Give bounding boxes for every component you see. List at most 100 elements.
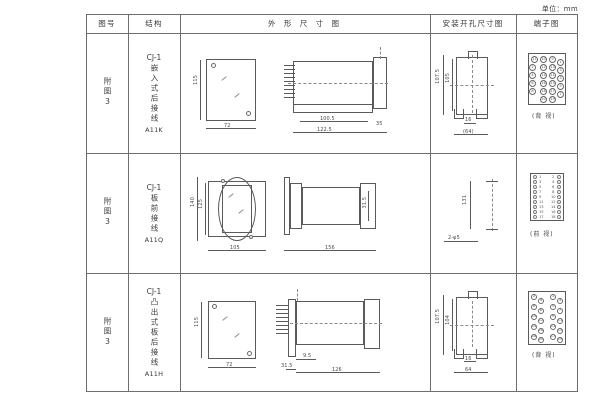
header-divider: [86, 33, 578, 34]
dim-hole-pitch: 131: [462, 195, 468, 205]
center-line: [472, 301, 473, 347]
mounting-drawing: 107.5 105 16 (64): [430, 33, 516, 153]
dim-inner-height: 105: [445, 73, 451, 83]
center-line: [472, 55, 473, 113]
header-structure: 结构: [145, 19, 163, 28]
dim-line: [205, 183, 206, 235]
terminal-number: 8: [552, 190, 555, 194]
terminal-pin: 16: [540, 80, 547, 87]
terminal-pin: 9: [549, 56, 556, 63]
outline-drawing: 115 72 100.: [180, 33, 430, 153]
terminal-fin: [284, 85, 295, 86]
side-view-rear: [360, 183, 376, 229]
terminal-fin: [284, 89, 295, 90]
fig-no-label: 附图3: [103, 77, 112, 109]
dim-front-height: 115: [194, 317, 200, 327]
dim-line: [197, 177, 198, 241]
fig-no-label: 附图3: [103, 197, 112, 229]
terminal-number: 9: [539, 195, 542, 199]
structure-code: A11H: [144, 370, 164, 378]
cutout-step: [476, 109, 488, 119]
terminal-pin: 3: [557, 75, 564, 82]
dim-front-height: 115: [193, 75, 199, 85]
terminal-fin: [276, 329, 288, 330]
terminal-fin: [276, 309, 288, 310]
table-header: 图号 结构 外 形 尺 寸 图 安装开孔尺寸图 端子图: [86, 15, 578, 33]
header-terminal: 端子图: [533, 19, 560, 28]
header-fig-no: 图号: [98, 19, 116, 28]
col-divider-1: [128, 15, 129, 391]
terminal-pin: 4: [529, 72, 536, 79]
terminal-plate: [528, 291, 566, 345]
terminal-pin: 6: [531, 304, 537, 310]
terminal-pin: 13: [549, 64, 556, 71]
terminal-pin: [533, 215, 537, 219]
dim-line: [373, 132, 387, 133]
dim-line: [206, 128, 256, 129]
dim-side-height: 31.5: [362, 197, 368, 209]
col-divider-4: [516, 15, 517, 391]
terminal-number: 13: [539, 205, 544, 209]
model-label: CJ-1: [146, 287, 162, 296]
fig-no-cell: 附图3: [86, 273, 128, 392]
dim-line: [452, 299, 453, 351]
terminal-pin: [557, 205, 561, 209]
cutout-step: [454, 349, 464, 359]
side-view-rear: [364, 299, 380, 349]
terminal-pin: 12: [540, 64, 547, 71]
terminal-number: 6: [552, 185, 555, 189]
dim-line: [470, 181, 471, 229]
terminal-pin: [533, 190, 537, 194]
terminal-pin: 16: [538, 328, 544, 334]
terminal-plate: [530, 173, 564, 221]
terminal-fin: [276, 333, 288, 334]
terminal-pin: [557, 210, 561, 214]
terminal-view-caption: (背 视): [532, 113, 556, 120]
terminal-pin: 11: [557, 318, 563, 324]
terminal-pin: [557, 200, 561, 204]
cutout-step: [476, 349, 488, 359]
model-label: CJ-1: [146, 182, 162, 192]
header-mounting: 安装开孔尺寸图: [442, 19, 504, 28]
model-label: CJ-1: [146, 52, 162, 62]
terminal-pin: [533, 195, 537, 199]
terminal-pin: [533, 205, 537, 209]
terminal-fin: [276, 313, 288, 314]
structure-cell: CJ-1 板前接线 A11Q: [128, 153, 180, 273]
dim-line: [286, 369, 296, 370]
center-line: [450, 325, 494, 326]
structure-label: 嵌入式后接线: [150, 63, 159, 124]
cutout-notch: [468, 51, 478, 59]
dim-hole-spec: 2-φ5: [448, 235, 460, 241]
terminal-pin: [557, 175, 561, 179]
terminal-pin: 7: [557, 308, 563, 314]
side-view-flange: [284, 177, 290, 235]
front-view-body: [206, 59, 256, 121]
dim-slot-width: 16: [465, 356, 472, 362]
dim-line: [300, 121, 368, 122]
terminal-pin: 17: [550, 334, 556, 340]
dim-line: [293, 132, 373, 133]
table-border-left: [86, 15, 87, 391]
dim-side-depth: 156: [325, 245, 335, 251]
structure-code: A11K: [145, 125, 163, 134]
dim-line: [443, 295, 444, 355]
terminal-pin: 11: [549, 72, 556, 79]
terminal-pin: 10: [540, 56, 547, 63]
dim-front-width: 72: [224, 123, 231, 129]
terminal-number: 12: [551, 200, 556, 204]
terminal-pin: [533, 185, 537, 189]
front-view-body: [208, 301, 256, 359]
terminal-pin: 2: [531, 294, 537, 300]
table-row: 附图3 CJ-1 凸出式板后接线 A11H 115 7 2: [86, 273, 578, 392]
structure-label: 凸出式板后接线: [150, 298, 159, 368]
terminal-pin: 3: [557, 298, 563, 304]
terminal-number: 4: [552, 180, 555, 184]
terminal-fin: [276, 321, 288, 322]
terminal-pin: 19: [557, 337, 563, 343]
mount-hole-icon: [249, 235, 253, 239]
dim-side-flange: 31.5: [281, 363, 293, 369]
cutout-notch: [468, 291, 478, 299]
terminal-pin: 18: [540, 88, 547, 95]
